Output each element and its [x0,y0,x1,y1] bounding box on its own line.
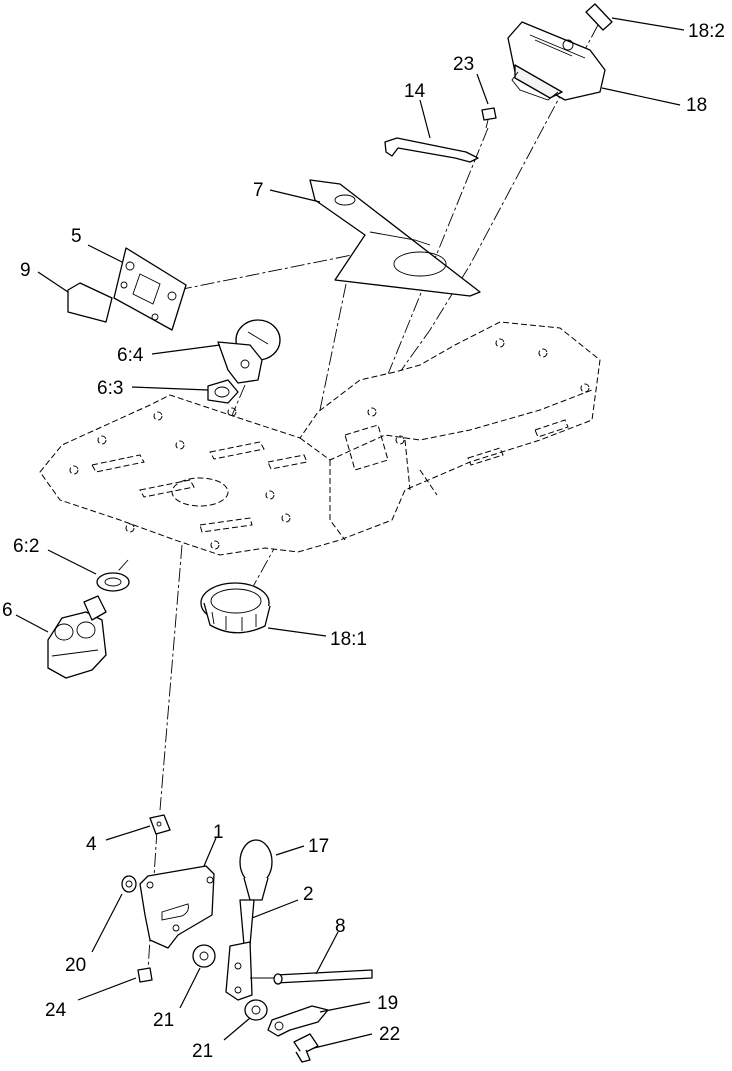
callout-7: 7 [253,180,264,201]
callout-21-a: 21 [153,1010,174,1031]
part-20-washer [121,875,137,893]
callout-14: 14 [404,81,426,102]
part-19-lever-arm [267,1005,329,1037]
part-18-meter [507,21,606,101]
part-22-bolt [293,1033,319,1063]
callout-9: 9 [20,260,31,281]
callout-23: 23 [453,54,474,75]
callout-6-4: 6:4 [117,345,144,366]
part-18-2-decal [585,3,613,31]
callout-22: 22 [379,1024,400,1045]
callout-19: 19 [377,993,398,1014]
callout-labels: 18:2 23 18 14 7 5 9 6:4 6:3 6:2 6 18:1 4… [2,21,725,1062]
callout-6-2: 6:2 [13,536,39,557]
part-24-bolt [137,967,153,983]
callout-18-1: 18:1 [330,629,367,650]
part-5-plate [113,247,187,331]
callout-17: 17 [308,836,329,857]
part-17-shift-knob [239,839,273,901]
callout-18-2: 18:2 [688,21,725,42]
part-6-4-knob [217,319,281,384]
callout-18: 18 [686,95,707,116]
callout-2: 2 [303,884,314,905]
callout-21-b: 21 [192,1041,213,1062]
part-6-2-washer [96,572,130,592]
callout-1: 1 [213,822,224,843]
part-6-switch [47,595,107,679]
callout-6: 6 [2,600,13,621]
frame-plate [39,321,601,556]
callout-4: 4 [86,834,97,855]
part-4-clip [149,814,171,835]
part-18-1-ring-nut [200,582,271,634]
callout-8: 8 [335,916,346,937]
part-1-bracket [139,865,215,949]
part-6-3-nut [207,379,239,404]
callout-20: 20 [65,955,86,976]
callout-5: 5 [71,226,82,247]
part-21-washer-a [192,944,216,968]
part-23-screw [481,107,497,129]
part-21-washer-b [244,999,268,1021]
part-9-cap [67,282,113,323]
part-8-cable [250,969,373,985]
part-7-gasket [309,179,481,297]
leader-lines [15,17,685,1049]
callout-24: 24 [45,1000,67,1021]
part-2-lever [225,899,255,1001]
callout-6-3: 6:3 [97,378,123,399]
part-14-bracket [384,137,479,163]
